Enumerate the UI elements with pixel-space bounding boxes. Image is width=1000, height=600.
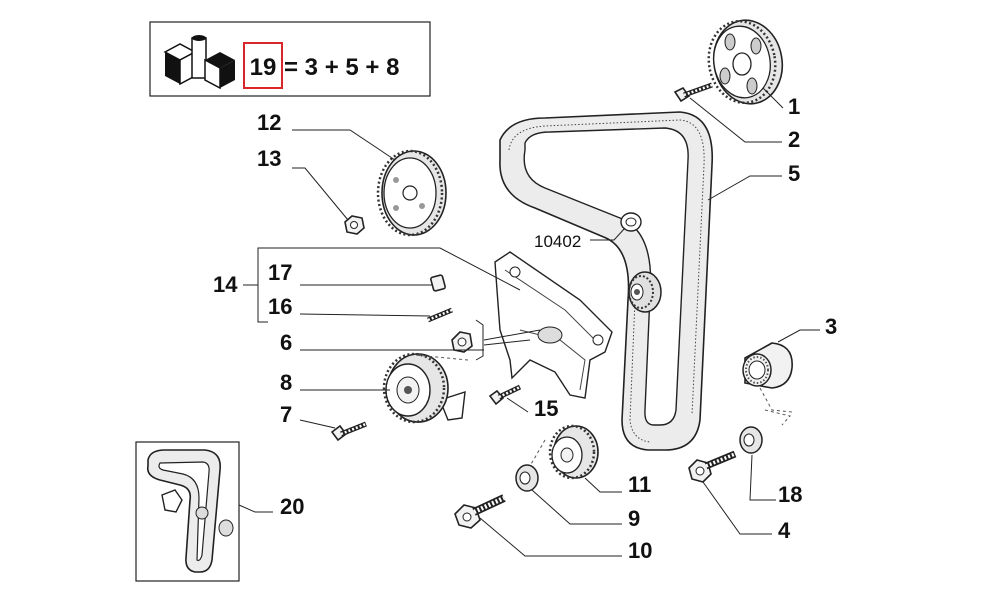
callout-16: 16: [268, 294, 292, 319]
kit-boxes-icon: [163, 35, 235, 90]
callout-4: 4: [778, 518, 791, 543]
camshaft-pulley: [707, 19, 784, 105]
tensioner-bracket: [494, 251, 613, 399]
callout-labels: 1 2 5 3 10402 12 13 14 17 16 6 8 7 15 11…: [213, 94, 837, 563]
idler-pulley: [742, 342, 793, 389]
callout-5: 5: [788, 161, 800, 186]
bolt-10: [454, 494, 506, 529]
belt-idler-lug: [620, 212, 642, 232]
spacer-18: [739, 426, 763, 454]
callout-8: 8: [280, 370, 292, 395]
bolt-7: [330, 421, 367, 442]
callout-3: 3: [825, 314, 837, 339]
pump-pulley: [376, 149, 447, 237]
timing-belt: [499, 111, 713, 451]
callout-17: 17: [268, 260, 292, 285]
callout-15: 15: [534, 396, 558, 421]
stud-16: [427, 307, 453, 323]
nut-6: [451, 331, 473, 353]
kit-formula: = 3 + 5 + 8: [284, 54, 399, 81]
callout-1: 1: [788, 94, 800, 119]
pump-nut: [344, 215, 365, 235]
callout-10402: 10402: [534, 232, 581, 251]
washer-9: [515, 464, 539, 492]
callout-12: 12: [257, 110, 281, 135]
crankshaft-pulley: [548, 424, 599, 480]
callout-11: 11: [628, 472, 651, 497]
tensioner-pulley: [382, 352, 466, 424]
callout-7: 7: [280, 402, 292, 427]
callout-18: 18: [778, 482, 802, 507]
callout-10: 10: [628, 538, 652, 563]
kit-number: 19: [250, 54, 277, 81]
bolt-4: [688, 450, 737, 483]
bolt-15: [488, 384, 522, 406]
leader-lines: [238, 87, 820, 557]
callout-20: 20: [280, 494, 304, 519]
camshaft-bolt: [673, 82, 713, 103]
stud-17: [430, 274, 446, 292]
inset-box: [135, 441, 240, 582]
callout-14: 14: [213, 272, 238, 297]
callout-6: 6: [280, 330, 292, 355]
kit-box: 19 = 3 + 5 + 8: [149, 21, 431, 97]
callout-13: 13: [257, 146, 281, 171]
kit-number-highlight: [243, 42, 283, 89]
belt-roller: [628, 271, 662, 313]
callout-2: 2: [788, 127, 800, 152]
callout-9: 9: [628, 506, 640, 531]
